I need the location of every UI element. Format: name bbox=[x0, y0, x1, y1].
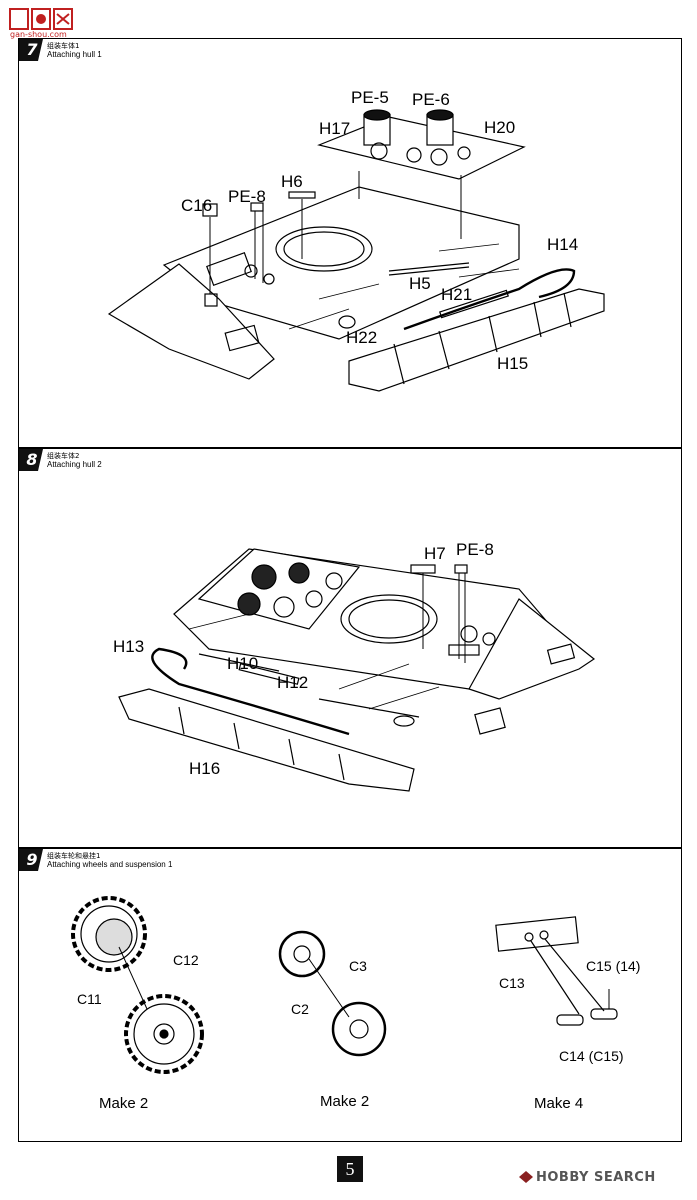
step-header: 9 组装车轮和悬挂1 Attaching wheels and suspensi… bbox=[19, 849, 681, 875]
step-title-en: Attaching hull 1 bbox=[47, 50, 102, 59]
label-h15: H15 bbox=[497, 354, 528, 373]
step-title-en: Attaching hull 2 bbox=[47, 460, 102, 469]
label-pe-8: PE-8 bbox=[456, 540, 494, 559]
step-title-en: Attaching wheels and suspension 1 bbox=[47, 860, 173, 869]
label-c13: C13 bbox=[499, 975, 525, 991]
wheels-suspension-diagram: C11 C12 C2 C3 C13 C15 (14) C14 (C15) bbox=[71, 896, 640, 1074]
hull-2-diagram: H7 PE-8 H13 H10 H12 H16 bbox=[113, 540, 596, 792]
label-pe-6: PE-6 bbox=[412, 90, 450, 109]
label-pe-8: PE-8 bbox=[228, 187, 266, 206]
label-h5: H5 bbox=[409, 274, 431, 293]
step-number: 9 bbox=[26, 850, 38, 869]
step-number: 8 bbox=[26, 450, 38, 469]
hobby-search-logo-icon bbox=[519, 1171, 533, 1183]
hull-1-diagram: PE-5 PE-6 H17 H20 H6 PE-8 C16 H14 H5 H21… bbox=[107, 88, 605, 392]
step-badge bbox=[19, 449, 43, 471]
step-title-cn: 组装车轮和悬挂1 bbox=[47, 852, 101, 860]
site-logo-watermark bbox=[9, 8, 73, 30]
step-7-panel: 7 组装车体1 Attaching hull 1 bbox=[18, 38, 682, 448]
label-c14: C14 (C15) bbox=[559, 1048, 624, 1064]
make-count-roadwheel: Make 2 bbox=[320, 1093, 370, 1110]
label-c16: C16 bbox=[181, 196, 212, 215]
label-c11: C11 bbox=[77, 991, 102, 1007]
label-pe-5: PE-5 bbox=[351, 88, 389, 107]
label-c15: C15 (14) bbox=[586, 958, 640, 974]
label-h14: H14 bbox=[547, 235, 578, 254]
make-count-sprocket: Make 2 bbox=[99, 1095, 149, 1112]
step-8-panel: 8 组装车体2 Attaching hull 2 bbox=[18, 448, 682, 848]
step-number: 7 bbox=[26, 40, 38, 59]
label-h20: H20 bbox=[484, 118, 515, 137]
step-title-cn: 组装车体2 bbox=[47, 452, 80, 460]
label-h7: H7 bbox=[424, 544, 446, 563]
step-badge bbox=[19, 39, 43, 61]
label-c3: C3 bbox=[349, 958, 367, 974]
label-c12: C12 bbox=[173, 952, 199, 968]
step-header: 7 组装车体1 Attaching hull 1 bbox=[19, 39, 681, 65]
footer-brand: HOBBY SEARCH bbox=[536, 1170, 656, 1185]
label-h22: H22 bbox=[346, 328, 377, 347]
label-h12: H12 bbox=[277, 673, 308, 692]
label-h21: H21 bbox=[441, 285, 472, 304]
step-header: 8 组装车体2 Attaching hull 2 bbox=[19, 449, 681, 475]
step-badge bbox=[19, 849, 43, 871]
make-count-suspension: Make 4 bbox=[534, 1095, 584, 1112]
label-h16: H16 bbox=[189, 759, 220, 778]
label-h13: H13 bbox=[113, 637, 144, 656]
label-h6: H6 bbox=[281, 172, 303, 191]
watermark-site: gan-shou.com bbox=[10, 30, 67, 39]
label-c2: C2 bbox=[291, 1001, 309, 1017]
label-h17: H17 bbox=[319, 119, 350, 138]
step-9-panel: 9 组装车轮和悬挂1 Attaching wheels and suspensi… bbox=[18, 848, 682, 1142]
label-h10: H10 bbox=[227, 654, 258, 673]
page-number: 5 bbox=[337, 1156, 363, 1182]
step-title-cn: 组装车体1 bbox=[47, 42, 80, 50]
